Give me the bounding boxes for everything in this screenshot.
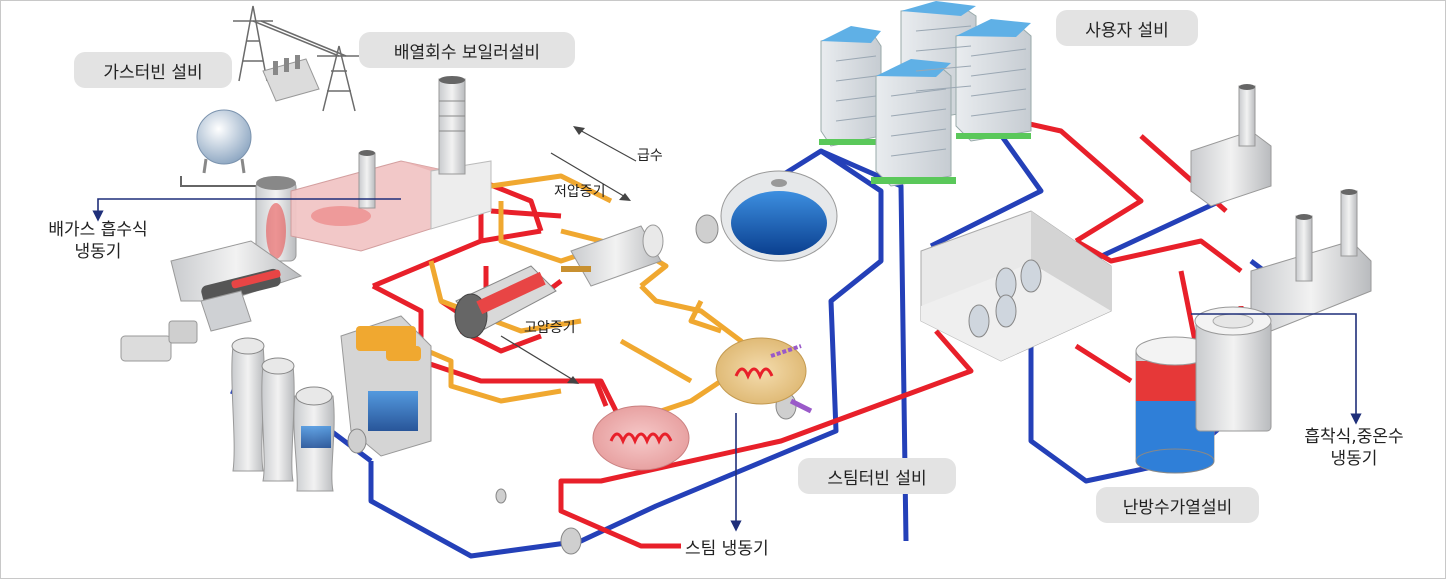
hrsg-boiler [290,76,492,252]
absorption-chiller-label: 흡착식,중온수 냉동기 [1289,426,1419,470]
cooling-towers [231,337,335,492]
heating-boiler-lower [1250,189,1372,332]
exhaust-gas-chiller-line1: 배가스 흡수식 [48,220,148,240]
hp-heat-exchanger [592,405,690,471]
exhaust-gas-chiller-label: 배가스 흡수식 냉동기 [39,219,157,263]
heating-boiler-upper [1190,84,1272,207]
building-4 [871,59,956,187]
absorption-chiller-unit [1194,306,1272,432]
flow-arrows [500,126,637,384]
steam-turbine-hp [454,265,557,339]
apartment-buildings [819,1,1032,187]
feedwater-label: 급수 [637,148,663,164]
gas-turbine [120,176,303,362]
lp-heat-exchanger [715,337,813,414]
steam-chiller-label: 스팀 냉동기 [685,539,769,559]
transmission-tower-left [233,5,361,112]
exhaust-gas-chiller-line2: 냉동기 [74,242,122,262]
chiller-room [920,210,1112,362]
steam-turbine-label: 스팀터빈 설비 [798,458,956,494]
low-pressure-steam-label: 저압증기 [554,184,606,200]
transformer [262,55,320,102]
absorption-chiller-line2: 냉동기 [1330,449,1378,469]
gas-storage-sphere [180,109,291,187]
building-3 [955,19,1032,142]
feedwater-tank [720,170,838,262]
absorption-chiller-line1: 흡착식,중온수 [1304,427,1404,447]
generator-unit [340,315,432,457]
hrsg-boiler-label: 배열회수 보일러설비 [359,32,575,68]
high-pressure-steam-label: 고압증기 [524,320,576,336]
user-facility-label: 사용자 설비 [1056,10,1198,46]
low-pressure-turbine [561,224,664,287]
gas-turbine-label: 가스터빈 설비 [74,52,232,88]
heating-cooling-label: 난방수가열설비 [1096,487,1259,523]
building-1 [819,26,883,147]
callout-arrows [92,198,1362,532]
